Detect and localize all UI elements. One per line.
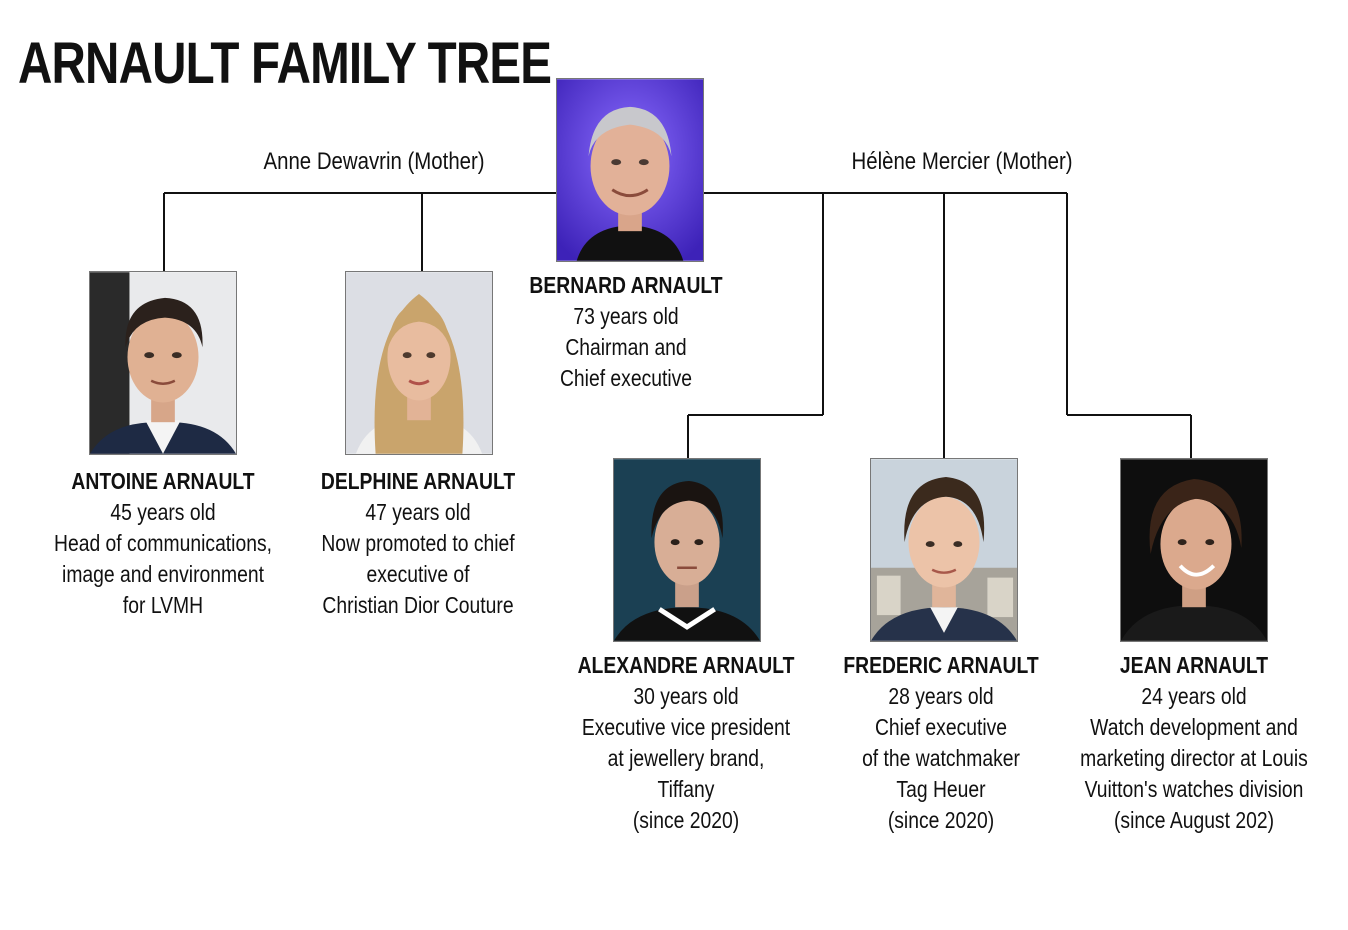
person-detail: image and environment [62,561,264,587]
person-detail: 28 years old [888,683,994,709]
portrait-icon [90,272,236,454]
person-detail: marketing director at Louis [1080,745,1308,771]
person-detail: 24 years old [1141,683,1247,709]
caption-frederic-arnault: FREDERIC ARNAULT 28 years old Chief exec… [823,650,1058,836]
person-detail: executive of [366,561,470,587]
person-detail: Vuitton's watches division [1084,776,1304,802]
portrait-icon [871,459,1017,641]
person-detail: Watch development and [1090,714,1298,740]
page-title: ARNAULT FAMILY TREE [18,31,552,96]
photo-alexandre-arnault [613,458,761,642]
caption-alexandre-arnault: ALEXANDRE ARNAULT 30 years old Executive… [568,650,803,836]
portrait-icon [346,272,492,454]
person-detail: 45 years old [110,499,216,525]
person-detail: Chief executive [559,365,693,391]
caption-delphine-arnault: DELPHINE ARNAULT 47 years old Now promot… [300,466,535,621]
caption-antoine-arnault: ANTOINE ARNAULT 45 years old Head of com… [45,466,280,621]
person-detail: Tiffany [657,776,715,802]
person-detail: (since 2020) [887,807,995,833]
person-detail: of the watchmaker [862,745,1020,771]
portrait-icon [614,459,760,641]
person-detail: Head of communications, [53,530,272,556]
person-name: FREDERIC ARNAULT [843,652,1039,678]
person-name: DELPHINE ARNAULT [320,468,516,494]
photo-bernard-arnault [556,78,704,262]
person-detail: Chairman and [565,334,687,360]
person-detail: Chief executive [874,714,1008,740]
photo-delphine-arnault [345,271,493,455]
caption-bernard-arnault: BERNARD ARNAULT 73 years old Chairman an… [508,270,743,394]
portrait-icon [557,79,703,261]
person-detail: (since 2020) [632,807,740,833]
mother-label-left: Anne Dewavrin (Mother) [263,148,485,175]
person-detail: 30 years old [633,683,739,709]
portrait-icon [1121,459,1267,641]
person-name: JEAN ARNAULT [1119,652,1269,678]
person-name: BERNARD ARNAULT [529,272,723,298]
person-name: ANTOINE ARNAULT [71,468,255,494]
person-detail: 73 years old [573,303,679,329]
person-detail: Christian Dior Couture [322,592,514,618]
person-detail: Tag Heuer [896,776,986,802]
photo-antoine-arnault [89,271,237,455]
caption-jean-arnault: JEAN ARNAULT 24 years old Watch developm… [1076,650,1311,836]
mother-label-right: Hélène Mercier (Mother) [851,148,1073,175]
photo-frederic-arnault [870,458,1018,642]
person-detail: for LVMH [122,592,204,618]
person-detail: 47 years old [365,499,471,525]
person-detail: (since August 202) [1113,807,1275,833]
person-detail: at jewellery brand, [607,745,765,771]
person-detail: Executive vice president [581,714,791,740]
person-name: ALEXANDRE ARNAULT [577,652,795,678]
photo-jean-arnault [1120,458,1268,642]
person-detail: Now promoted to chief [321,530,515,556]
